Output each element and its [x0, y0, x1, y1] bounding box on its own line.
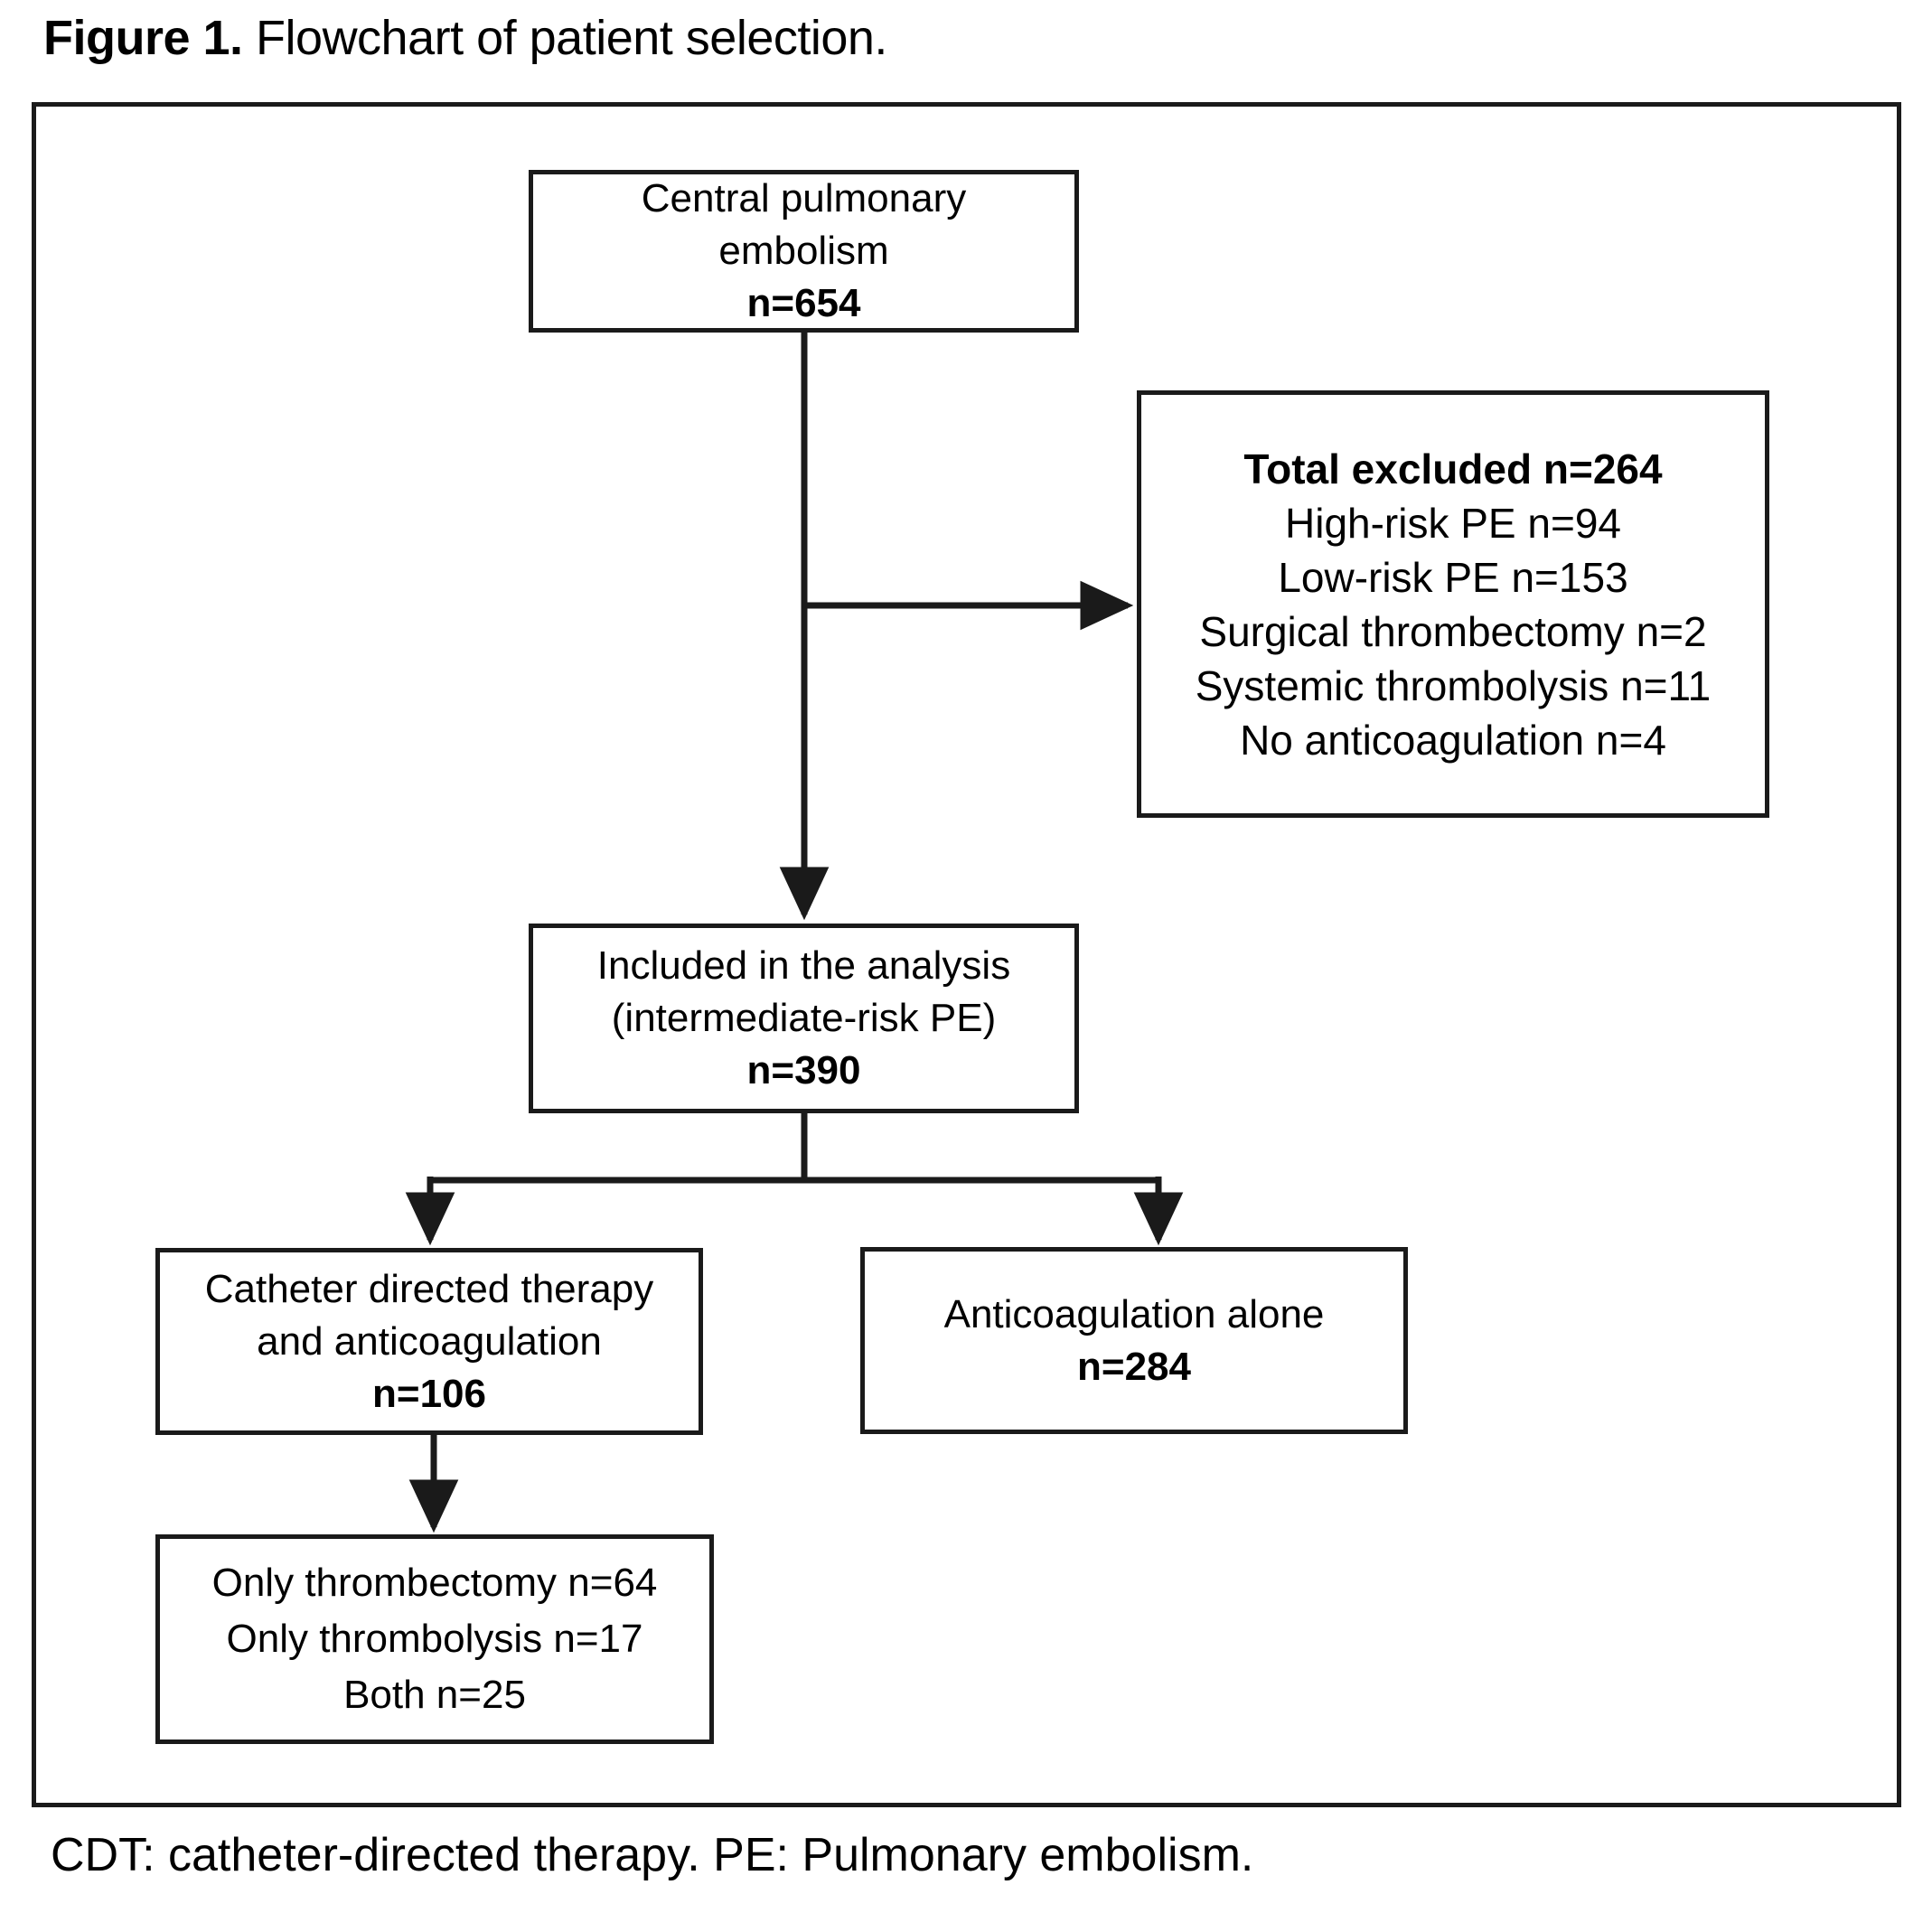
node-line: Systemic thrombolysis n=11: [1195, 661, 1712, 709]
node-line: No anticoagulation n=4: [1240, 716, 1666, 764]
node-count: n=654: [746, 281, 861, 325]
node-line: Anticoagulation alone: [943, 1291, 1325, 1336]
node-line: Surgical thrombectomy n=2: [1199, 607, 1707, 655]
node-line: and anticoagulation: [257, 1318, 602, 1364]
node-anticoagulation-alone: Anticoagulation alone n=284: [860, 1247, 1408, 1434]
node-line: High-risk PE n=94: [1285, 499, 1621, 547]
node-line: Both n=25: [343, 1673, 526, 1717]
node-line: (intermediate-risk PE): [611, 996, 997, 1040]
node-line: Central pulmonary: [641, 176, 967, 220]
connector-included-split: [405, 1113, 1184, 1246]
node-line: embolism: [718, 229, 889, 273]
node-cdt-breakdown: Only thrombectomy n=64 Only thrombolysis…: [155, 1534, 714, 1744]
node-central-pulmonary-embolism: Central pulmonary embolism n=654: [529, 170, 1079, 333]
node-catheter-directed-therapy: Catheter directed therapy and anticoagul…: [155, 1248, 703, 1435]
node-line: Only thrombectomy n=64: [211, 1561, 658, 1605]
node-count: n=284: [1077, 1344, 1191, 1389]
node-included-in-analysis: Included in the analysis (intermediate-r…: [529, 924, 1079, 1113]
node-line: Only thrombolysis n=17: [226, 1617, 643, 1661]
node-line: Low-risk PE n=153: [1278, 553, 1628, 601]
node-total-excluded: Total excluded n=264 High-risk PE n=94 L…: [1137, 390, 1769, 818]
figure-title: Figure 1. Flowchart of patient selection…: [43, 5, 887, 70]
node-header: Total excluded n=264: [1243, 445, 1663, 492]
figure-title-text: Flowchart of patient selection.: [242, 11, 887, 65]
node-line: Included in the analysis: [596, 943, 1011, 988]
figure-caption: CDT: catheter-directed therapy. PE: Pulm…: [51, 1829, 1254, 1881]
node-line: Catheter directed therapy: [204, 1266, 654, 1311]
node-count: n=106: [372, 1371, 486, 1416]
figure-label: Figure 1.: [43, 11, 243, 65]
node-count: n=390: [746, 1048, 861, 1092]
